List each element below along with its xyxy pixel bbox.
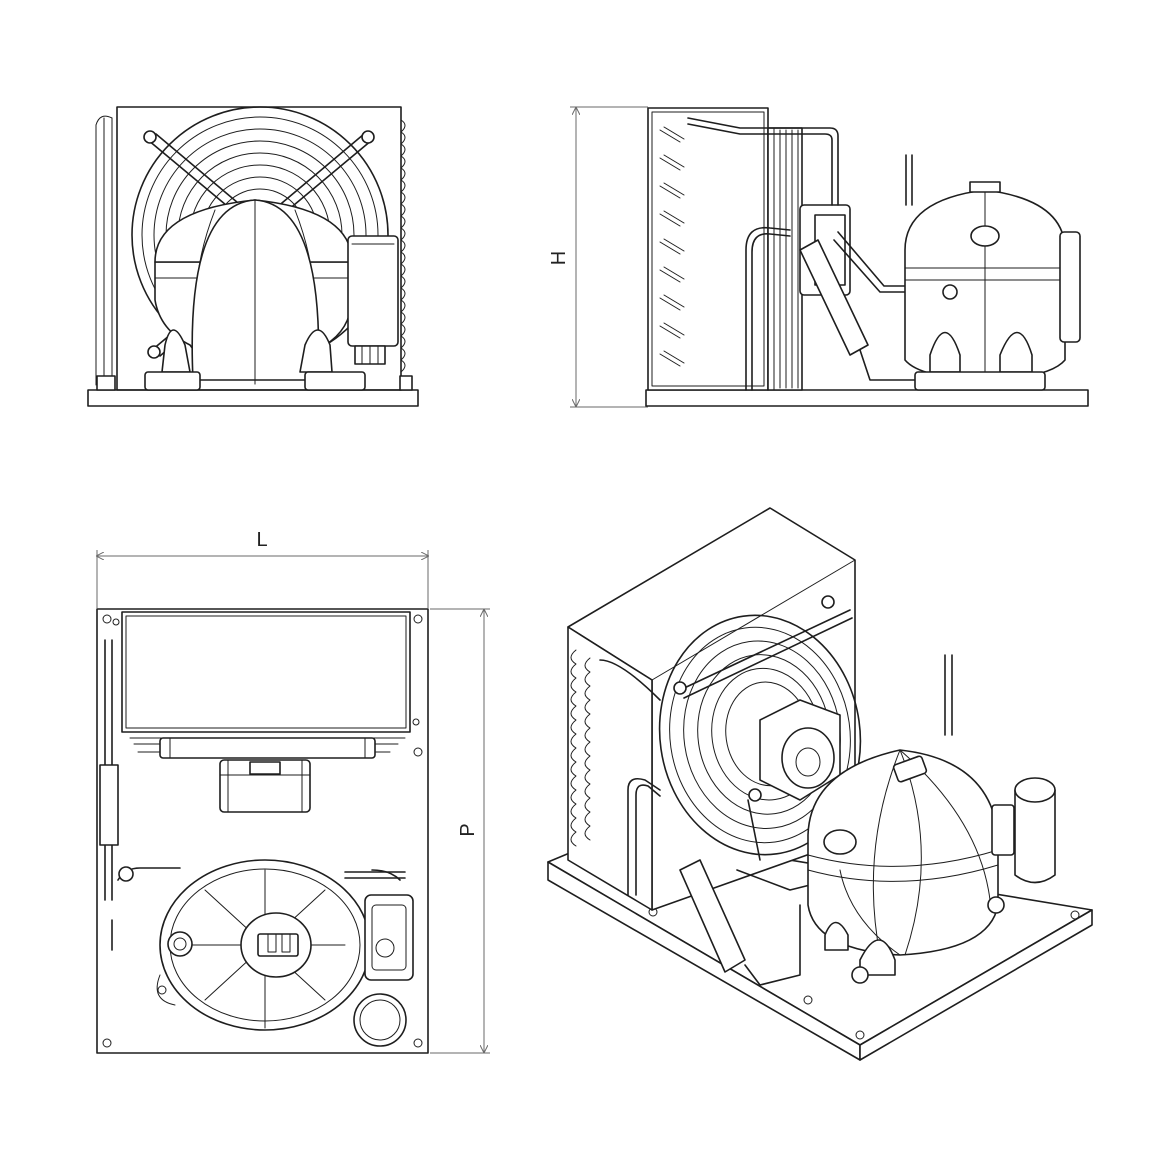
top-view-fan-strip <box>129 737 406 813</box>
front-view-bracket-left <box>96 375 116 391</box>
iso-view-compressor <box>807 749 1015 984</box>
top-view-mounting-holes <box>102 614 423 1048</box>
side-view-base-plate <box>645 389 1089 407</box>
depth-label: P <box>457 823 479 836</box>
side-view-condenser <box>647 107 769 391</box>
front-view-coil-left <box>95 115 113 386</box>
front-view <box>87 106 419 407</box>
top-view-base-plate <box>96 608 429 1054</box>
top-view-capacitor <box>353 993 407 1047</box>
iso-view-condenser <box>567 507 856 911</box>
front-view-bracket-right <box>399 375 413 391</box>
front-view-relay-box <box>347 235 399 365</box>
side-view-compressor <box>904 181 1081 391</box>
iso-view <box>547 507 1093 1061</box>
front-view-base-plate <box>87 389 419 407</box>
front-view-mount-left <box>144 371 201 391</box>
iso-view-capacitor <box>1014 777 1056 884</box>
side-view: H <box>548 106 1089 408</box>
side-view-piping <box>687 117 946 391</box>
top-view: L P <box>96 529 490 1054</box>
height-label: H <box>548 251 570 265</box>
top-view-piping <box>99 639 406 951</box>
side-view-louvers <box>659 126 685 367</box>
front-view-compressor <box>154 199 353 385</box>
front-view-coil-right <box>400 119 406 373</box>
top-view-relay-box <box>364 894 414 981</box>
iso-view-fan-guard <box>658 595 862 861</box>
front-view-mount-right <box>304 371 366 391</box>
side-view-fan <box>767 127 851 391</box>
top-view-condenser <box>121 611 411 733</box>
top-view-compressor <box>156 859 371 1031</box>
length-label: L <box>256 529 267 551</box>
